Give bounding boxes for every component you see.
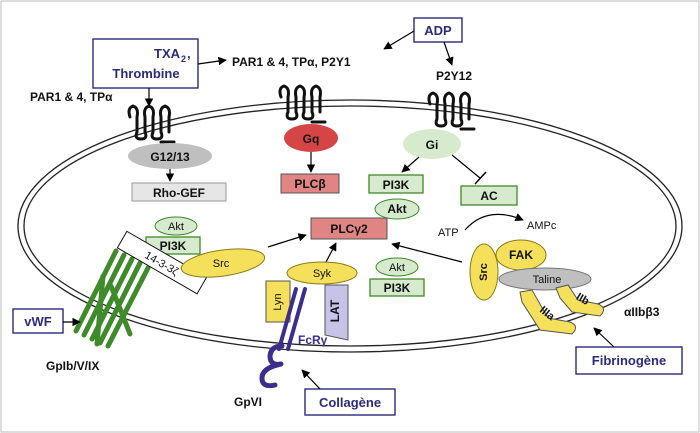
collagene-label: Collagène	[319, 395, 381, 410]
fak-protein: FAK	[495, 239, 547, 271]
gq-label: Gq	[303, 132, 320, 146]
arrow-adp-to-p2y12	[443, 41, 454, 66]
gpvi-label: GpVI	[234, 395, 262, 409]
akt-gi-label: Akt	[387, 202, 406, 216]
arrow-fibrinogene-to-integrin	[593, 327, 615, 348]
fcr-label: FcRγ	[298, 333, 328, 347]
akt-mid-label: Akt	[389, 262, 405, 274]
lyn-box: Lyn	[265, 280, 291, 323]
arrow-collagene-to-gpvi	[301, 369, 321, 390]
arrow-gi-to-pi3k	[401, 156, 420, 173]
pi3k-gi-label: PI3K	[383, 178, 410, 192]
par-tpa-p2y1-label: PAR1 & 4, TPα, P2Y1	[232, 55, 351, 69]
rhogef-label: Rho-GEF	[153, 186, 205, 200]
gpib-receptor	[73, 248, 151, 349]
gi-protein: Gi	[403, 129, 461, 159]
akt-gi-protein: Akt	[374, 198, 420, 220]
cell-membrane-inner	[23, 105, 677, 347]
arrow-src-right-to-plcg2	[391, 241, 463, 263]
par-tpa-left-label: PAR1 & 4, TPα	[30, 90, 113, 104]
vwf-box: vWF	[12, 308, 64, 334]
aiib-b3-label: αIIbβ3	[624, 305, 660, 319]
adp-label: ADP	[424, 23, 452, 38]
vwf-label: vWF	[24, 314, 52, 329]
integrin-iiia: IIIa	[519, 289, 576, 335]
gpcr-receptor-left	[127, 104, 176, 144]
thrombine-label: Thrombine	[112, 66, 179, 81]
txa2-comma: ,	[187, 46, 191, 61]
akt-mid-protein: Akt	[375, 257, 419, 277]
rhogef-box: Rho-GEF	[131, 182, 227, 202]
p2y12-label: P2Y12	[436, 69, 472, 83]
collagene-box: Collagène	[304, 388, 396, 416]
arrow-atp-to-ampc	[464, 213, 524, 231]
taline-label: Taline	[533, 274, 562, 286]
ampc-label: AMPc	[527, 220, 557, 232]
fibrinogene-box: Fibrinogène	[575, 346, 683, 375]
lyn-label: Lyn	[272, 293, 284, 310]
src-right-label: Src	[478, 263, 490, 281]
g1213-label: G12/13	[150, 150, 190, 164]
txa2-subscript: 2	[181, 54, 186, 64]
integrin-iib: IIb	[555, 284, 604, 317]
lat-label: LAT	[328, 299, 342, 322]
fcr-gpvi-receptor	[259, 287, 307, 389]
pi3k-gi-box: PI3K	[368, 174, 424, 194]
akt-left-protein: Akt	[154, 216, 198, 236]
arrow-adp-to-p2y1	[383, 30, 415, 50]
arrow-src-to-plcg2	[267, 233, 307, 248]
plcb-box: PLCβ	[280, 173, 340, 194]
gpcr-receptor-gi	[427, 91, 476, 131]
lat-box: LAT	[324, 284, 349, 341]
gpcr-receptor-gq	[278, 84, 327, 124]
taline-protein: Taline	[498, 267, 592, 291]
arrow-syk-to-plcg2	[325, 242, 337, 263]
plcg2-label: PLCγ2	[330, 222, 368, 236]
g1213-protein: G12/13	[128, 143, 212, 169]
syk-label: Syk	[313, 268, 332, 280]
fibrinogene-label: Fibrinogène	[592, 353, 666, 368]
plcg2-box: PLCγ2	[310, 217, 388, 240]
gq-protein: Gq	[284, 124, 338, 152]
arrow-txa2-to-par	[197, 56, 227, 66]
pi3k-mid-label: PI3K	[384, 281, 411, 295]
iib-label: IIb	[574, 291, 591, 308]
cell-membrane-outer	[17, 99, 683, 353]
adp-box: ADP	[413, 17, 463, 43]
ac-label: AC	[480, 189, 498, 203]
fak-label: FAK	[509, 248, 533, 262]
gpib-label: GpIb/V/IX	[46, 359, 99, 373]
pi3k-left-label: PI3K	[160, 239, 187, 253]
src-left-protein: Src	[180, 248, 266, 278]
gi-label: Gi	[426, 138, 439, 152]
src-left-label: Src	[213, 258, 230, 270]
src-right-protein: Src	[469, 243, 499, 301]
inhibition-gi-to-ac	[451, 154, 481, 179]
atp-label: ATP	[438, 227, 459, 239]
txa2-label: TXA	[154, 46, 181, 61]
syk-protein: Syk	[286, 261, 358, 285]
pi3k-mid-box: PI3K	[369, 278, 425, 297]
inhibition-bar	[474, 171, 487, 185]
txa2-thrombine-box: TXA 2 , Thrombine	[92, 38, 199, 89]
akt-left-label: Akt	[168, 221, 184, 233]
ac-box: AC	[460, 185, 518, 206]
plcb-label: PLCβ	[294, 177, 325, 191]
